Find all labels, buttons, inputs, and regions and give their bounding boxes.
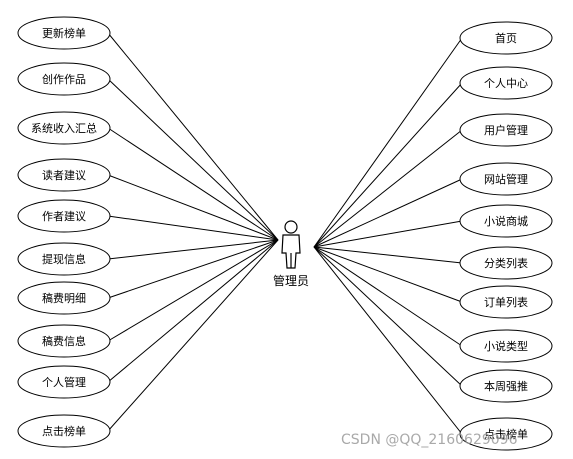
use-case-ellipse — [459, 329, 553, 363]
association-line — [313, 246, 463, 435]
use-case-label: 更新榜单 — [42, 26, 86, 40]
use-case-ellipse — [459, 246, 553, 280]
use-case-label: 用户管理 — [484, 123, 528, 137]
person-icon — [281, 220, 301, 269]
association-line — [107, 239, 279, 432]
association-line — [313, 82, 463, 248]
left-use-cases: 更新榜单创作作品系统收入汇总读者建议作者建议提现信息稿费明细稿费信息个人管理点击… — [17, 16, 111, 448]
association-line — [107, 78, 279, 241]
association-lines — [107, 32, 463, 435]
use-case-ellipse — [17, 281, 111, 315]
right-use-case-3: 用户管理 — [459, 113, 553, 147]
left-use-case-9: 个人管理 — [17, 365, 111, 399]
right-use-case-2: 个人中心 — [459, 66, 553, 100]
association-line — [313, 246, 463, 303]
use-case-label: 分类列表 — [484, 256, 528, 270]
left-use-case-4: 读者建议 — [17, 158, 111, 192]
use-case-ellipse — [459, 162, 553, 196]
left-use-case-1: 更新榜单 — [17, 16, 111, 50]
left-use-case-3: 系统收入汇总 — [17, 111, 111, 145]
association-line — [107, 239, 279, 383]
use-case-label: 小说商城 — [484, 214, 528, 228]
right-use-case-8: 小说类型 — [459, 329, 553, 363]
use-case-ellipse — [459, 285, 553, 319]
use-case-ellipse — [17, 324, 111, 358]
use-case-label: 稿费明细 — [42, 291, 86, 305]
use-case-ellipse — [17, 414, 111, 448]
actor-administrator: 管理员 — [273, 220, 309, 288]
use-case-label: 创作作品 — [42, 73, 86, 86]
use-case-label: 个人管理 — [42, 375, 86, 389]
association-line — [313, 37, 463, 248]
use-case-ellipse — [459, 204, 553, 238]
watermark: CSDN @QQ_2160629096 — [341, 432, 518, 448]
use-case-ellipse — [459, 113, 553, 147]
association-line — [107, 215, 279, 241]
association-line — [107, 239, 279, 342]
left-use-case-7: 稿费明细 — [17, 281, 111, 315]
association-line — [107, 239, 279, 260]
association-line — [107, 32, 279, 241]
association-line — [313, 246, 463, 347]
left-use-case-10: 点击榜单 — [17, 414, 111, 448]
right-use-case-9: 本周强推 — [459, 369, 553, 403]
use-case-ellipse — [459, 21, 553, 55]
use-case-label: 作者建议 — [42, 209, 86, 223]
association-line — [313, 246, 463, 387]
use-case-label: 小说类型 — [484, 339, 528, 353]
right-use-case-10: 点击榜单 — [459, 417, 553, 451]
left-use-case-6: 提现信息 — [17, 242, 111, 276]
use-case-label: 个人中心 — [484, 77, 528, 90]
use-case-ellipse — [459, 66, 553, 100]
association-line — [107, 239, 279, 299]
left-use-case-5: 作者建议 — [17, 199, 111, 233]
use-case-label: 读者建议 — [42, 168, 86, 182]
use-case-ellipse — [17, 158, 111, 192]
association-line — [313, 178, 463, 248]
use-case-label: 点击榜单 — [484, 427, 528, 441]
use-case-label: 稿费信息 — [42, 334, 86, 348]
use-case-label: 网站管理 — [484, 172, 528, 186]
use-case-label: 本周强推 — [484, 379, 528, 393]
use-case-ellipse — [17, 242, 111, 276]
use-case-ellipse — [17, 365, 111, 399]
use-case-ellipse — [17, 199, 111, 233]
association-line — [313, 129, 463, 248]
use-case-ellipse — [459, 417, 553, 451]
association-line — [107, 127, 279, 241]
right-use-case-4: 网站管理 — [459, 162, 553, 196]
use-case-label: 首页 — [495, 31, 517, 45]
use-case-label: 系统收入汇总 — [31, 121, 97, 135]
use-case-ellipse — [17, 62, 111, 96]
right-use-case-7: 订单列表 — [459, 285, 553, 319]
use-case-label: 订单列表 — [484, 295, 528, 309]
use-case-ellipse — [17, 16, 111, 50]
actor-label: 管理员 — [273, 273, 309, 288]
association-line — [313, 246, 463, 264]
right-use-case-5: 小说商城 — [459, 204, 553, 238]
left-use-case-8: 稿费信息 — [17, 324, 111, 358]
use-case-ellipse — [17, 111, 111, 145]
left-use-case-2: 创作作品 — [17, 62, 111, 96]
right-use-case-1: 首页 — [459, 21, 553, 55]
use-case-label: 提现信息 — [42, 252, 86, 266]
association-line — [107, 174, 279, 241]
use-case-label: 点击榜单 — [42, 424, 86, 438]
association-line — [313, 220, 463, 248]
use-case-ellipse — [459, 369, 553, 403]
right-use-case-6: 分类列表 — [459, 246, 553, 280]
